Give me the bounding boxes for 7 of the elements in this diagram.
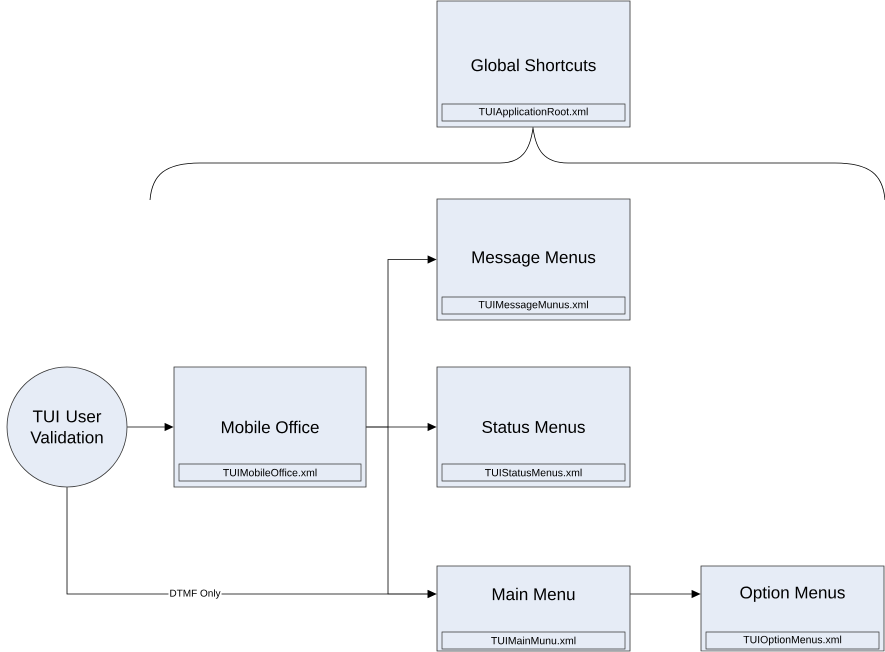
file-label: TUIMainMunu.xml [442,632,626,650]
file-label: TUIMobileOffice.xml [178,464,362,482]
file-label: TUIApplicationRoot.xml [442,104,626,122]
file-label: TUIOptionMenus.xml [706,632,880,650]
edge-label: DTMF Only [168,588,222,600]
file-label: TUIMessageMunus.xml [442,296,626,314]
file-label: TUIStatusMenus.xml [442,464,626,482]
